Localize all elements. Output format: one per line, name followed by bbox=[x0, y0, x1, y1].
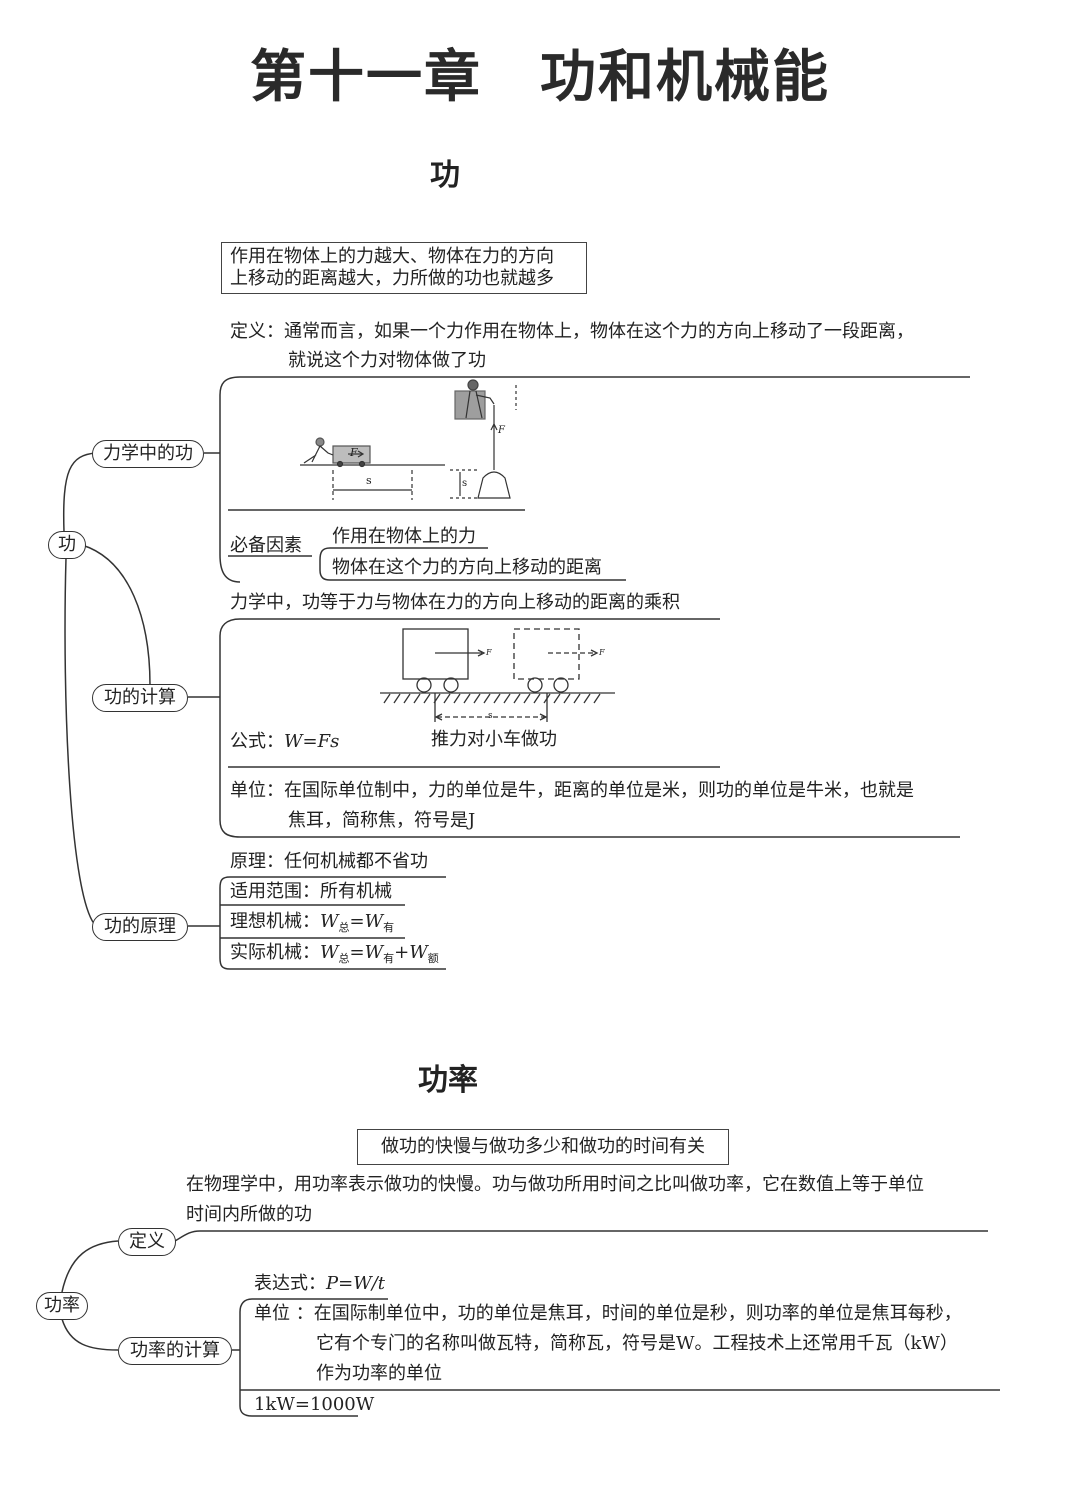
actual-machine: 实际机械：W总=W有+W额 bbox=[230, 942, 439, 965]
root-node-work: 功 bbox=[48, 531, 86, 559]
power-unit-line-1: 单位 ：在国际制单位中，功的单位是焦耳，时间的单位是秒，则功率的单位是焦耳每秒， bbox=[254, 1303, 962, 1324]
power-unit-line-3: 作为功率的单位 bbox=[316, 1363, 442, 1384]
cart-distance-label: s bbox=[488, 711, 493, 721]
branch-work-principle: 功的原理 bbox=[92, 913, 188, 941]
summary-line-2: 上移动的距离越大，力所做的功也就越多 bbox=[230, 268, 554, 289]
calc-statement: 力学中，功等于力与物体在力的方向上移动的距离的乘积 bbox=[230, 592, 680, 613]
work-summary-box: 作用在物体上的力越大、物体在力的方向 上移动的距离越大，力所做的功也就越多 bbox=[221, 242, 587, 294]
unit-line-2: 焦耳，简称焦，符号是J bbox=[288, 810, 476, 831]
section-heading-work: 功 bbox=[430, 158, 460, 193]
cart-force-label-1: F bbox=[486, 648, 492, 657]
factor-distance: 物体在这个力的方向上移动的距离 bbox=[332, 557, 602, 578]
ideal-machine: 理想机械：W总=W有 bbox=[230, 911, 395, 934]
scope-text: 适用范围：所有机械 bbox=[230, 881, 392, 902]
power-summary-box: 做功的快慢与做功多少和做功的时间有关 bbox=[357, 1129, 729, 1165]
cart-figure-illustration bbox=[380, 628, 615, 722]
cart-figure-caption: 推力对小车做功 bbox=[431, 729, 557, 750]
power-def-line-1: 在物理学中，用功率表示做功的快慢。功与做功所用时间之比叫做功率，它在数值上等于单… bbox=[186, 1174, 924, 1195]
formula: 公式：W=Fs bbox=[230, 731, 340, 752]
work-figure-illustration bbox=[300, 379, 517, 500]
power-conversion: 1kW=1000W bbox=[254, 1394, 375, 1415]
branch-mechanics-work: 力学中的功 bbox=[92, 440, 204, 468]
figure-distance-label: s bbox=[366, 474, 372, 487]
power-expression: 表达式：P=W/t bbox=[254, 1273, 385, 1294]
factors-label: 必备因素 bbox=[230, 535, 302, 556]
summary-line-1: 作用在物体上的力越大、物体在力的方向 bbox=[230, 246, 554, 267]
unit-line-1: 单位：在国际单位制中，力的单位是牛，距离的单位是米，则功的单位是牛米，也就是 bbox=[230, 780, 914, 801]
power-unit-line-2: 它有个专门的名称叫做瓦特，简称瓦，符号是W。工程技术上还常用千瓦（kW） bbox=[316, 1333, 958, 1354]
cart-force-label-2: F bbox=[599, 648, 605, 657]
chapter-title: 第十一章 功和机械能 bbox=[250, 45, 830, 110]
principle-text: 原理：任何机械都不省功 bbox=[230, 851, 428, 872]
root-node-power: 功率 bbox=[36, 1292, 88, 1320]
figure-lift-force-label: F bbox=[498, 425, 505, 436]
power-def-line-2: 时间内所做的功 bbox=[186, 1204, 312, 1225]
section-heading-power: 功率 bbox=[418, 1063, 478, 1098]
definition-line-1: 定义：通常而言，如果一个力作用在物体上，物体在这个力的方向上移动了一段距离， bbox=[230, 321, 914, 342]
figure-force-label: F bbox=[350, 446, 358, 459]
branch-power-calc: 功率的计算 bbox=[118, 1337, 232, 1365]
factor-force: 作用在物体上的力 bbox=[332, 526, 476, 547]
branch-power-definition: 定义 bbox=[118, 1228, 176, 1256]
definition-line-2: 就说这个力对物体做了功 bbox=[288, 350, 486, 371]
figure-lift-distance-label: s bbox=[462, 478, 468, 489]
branch-work-calc: 功的计算 bbox=[92, 684, 188, 712]
